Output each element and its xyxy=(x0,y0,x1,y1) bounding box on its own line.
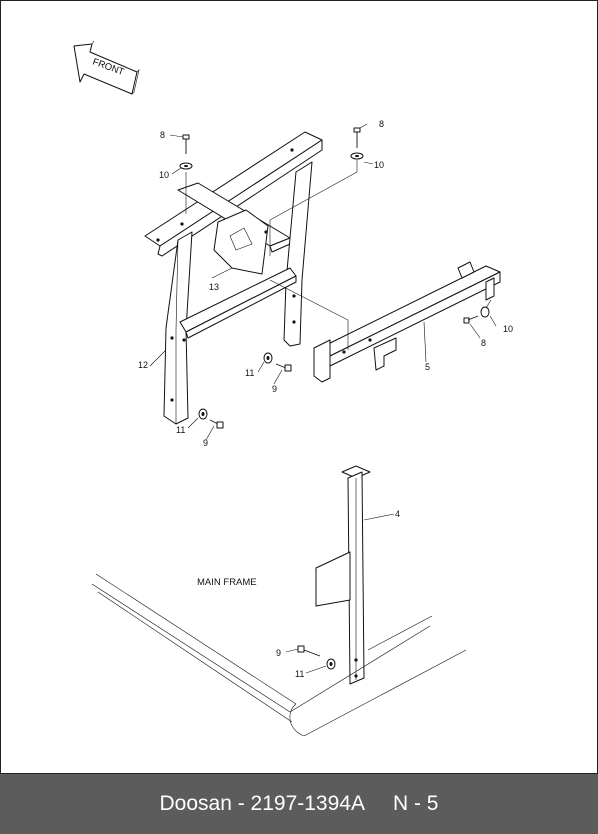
callout-11: 11 xyxy=(176,425,185,435)
callout-4: 4 xyxy=(395,509,400,519)
callout-5: 5 xyxy=(425,362,430,372)
callout-10: 10 xyxy=(374,160,384,170)
page-reference: N - 5 xyxy=(392,792,439,815)
lower-bracket-4 xyxy=(315,465,371,685)
callout-9: 9 xyxy=(203,438,208,448)
part-reference: Doosan - 2197-1394A xyxy=(159,792,365,815)
diagram-frame xyxy=(0,0,598,774)
callouts: 8 10 8 10 13 12 11 9 11 9 10 8 5 4 9 11 xyxy=(138,119,513,679)
callout-9: 9 xyxy=(276,648,281,658)
callout-9: 9 xyxy=(272,384,277,394)
callout-10: 10 xyxy=(159,170,169,180)
cross-member-5 xyxy=(313,261,501,383)
leader-lines xyxy=(149,123,497,674)
callout-8: 8 xyxy=(481,338,486,348)
callout-12: 12 xyxy=(138,360,148,370)
upper-bracket-assembly xyxy=(144,131,323,425)
callout-11: 11 xyxy=(245,368,254,378)
callout-13: 13 xyxy=(209,282,219,292)
callout-8: 8 xyxy=(160,130,165,140)
main-frame-label: MAIN FRAME xyxy=(197,577,257,588)
callout-10: 10 xyxy=(503,324,513,334)
callout-11: 11 xyxy=(295,669,304,679)
callout-8: 8 xyxy=(379,119,384,129)
main-frame: MAIN FRAME xyxy=(91,573,467,737)
parts-diagram: FRONT xyxy=(73,40,513,737)
front-arrow: FRONT xyxy=(73,40,140,95)
footer-bar: Doosan - 2197-1394A N - 5 xyxy=(0,774,598,834)
